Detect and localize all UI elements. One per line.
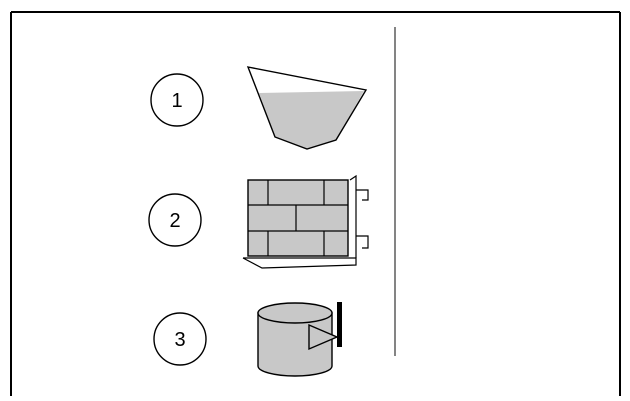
brick-wall-icon [242, 174, 369, 269]
step-1: 1 [150, 66, 368, 150]
step-number-label: 3 [174, 329, 185, 351]
step-number-label: 2 [169, 210, 180, 232]
outer-frame [10, 11, 621, 396]
step-number-circle [150, 73, 204, 127]
step-number-circle [153, 312, 207, 366]
hopper-icon [246, 66, 368, 150]
step-3: 3 [153, 302, 342, 377]
step-number-label: 1 [171, 90, 182, 112]
step-2: 2 [148, 174, 369, 269]
cylinder-tank-icon [257, 302, 342, 377]
step-number-circle [148, 193, 202, 247]
